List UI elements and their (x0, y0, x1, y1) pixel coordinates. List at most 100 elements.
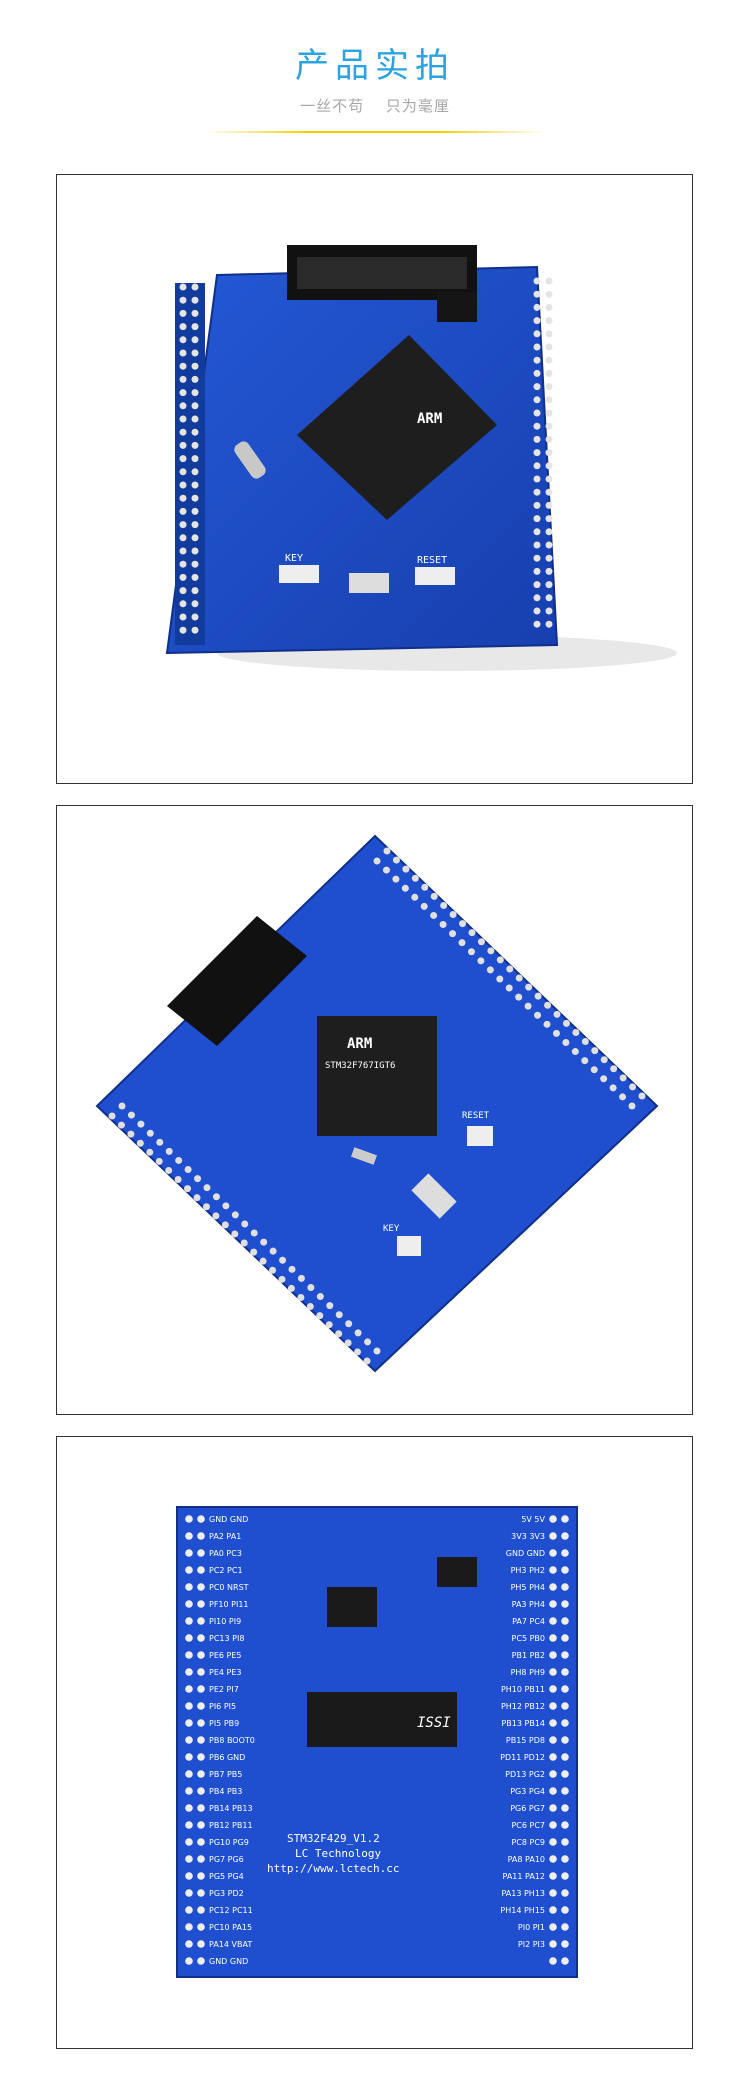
pin-hole (561, 1719, 569, 1727)
pin-hole (197, 1923, 205, 1931)
pin-hole (197, 1549, 205, 1557)
pin-hole (179, 560, 187, 568)
pin-hole (549, 1889, 557, 1897)
pin-hole (197, 1583, 205, 1591)
pin-hole (534, 992, 542, 1000)
pin-hole (179, 626, 187, 634)
pin-hole (545, 435, 553, 443)
pin-hole (549, 1515, 557, 1523)
pin-hole (549, 1719, 557, 1727)
pin-hole (561, 1600, 569, 1608)
key-label: KEY (285, 553, 303, 564)
pin-hole (185, 1838, 193, 1846)
pin-label: PA11 PA12 (503, 1872, 545, 1881)
pin-hole (363, 1357, 371, 1365)
pin-hole (543, 1020, 551, 1028)
pin-hole (561, 1753, 569, 1761)
pin-hole (326, 1302, 334, 1310)
pin-hole (549, 1787, 557, 1795)
key-label: KEY (383, 1224, 400, 1234)
pin-hole (250, 1248, 258, 1256)
pin-hole (191, 336, 199, 344)
pin-hole (392, 875, 400, 883)
pin-hole (561, 1532, 569, 1540)
pin-hole (316, 1293, 324, 1301)
pin-hole (373, 857, 381, 865)
pin-hole (545, 396, 553, 404)
pin-hole (118, 1102, 126, 1110)
pin-hole (197, 1736, 205, 1744)
pin-hole (185, 1634, 193, 1642)
pin-hole (561, 1906, 569, 1914)
pin-hole (549, 1617, 557, 1625)
pin-hole (430, 892, 438, 900)
pin-hole (287, 1284, 295, 1292)
pin-hole (185, 1651, 193, 1659)
pin-label: PB7 PB5 (209, 1770, 242, 1779)
pin-hole (505, 984, 513, 992)
pin-hole (549, 1549, 557, 1557)
pin-hole (561, 1702, 569, 1710)
pin-hole (628, 1102, 636, 1110)
pin-hole (549, 1855, 557, 1863)
pin-label: PB1 PB2 (512, 1651, 545, 1660)
pin-hole (191, 389, 199, 397)
pin-hole (185, 1940, 193, 1948)
pin-hole (610, 1065, 618, 1073)
pin-hole (197, 1838, 205, 1846)
board-top-photo: ARM KEY RESET (165, 245, 677, 671)
pin-hole (439, 921, 447, 929)
pin-hole (609, 1084, 617, 1092)
pin-hole (515, 974, 523, 982)
pin-hole (534, 1011, 542, 1019)
pin-label: PA3 PH4 (512, 1600, 545, 1609)
pin-hole (545, 607, 553, 615)
pin-hole (185, 1719, 193, 1727)
pin-hole (619, 1093, 627, 1101)
pin-label: PH5 PH4 (511, 1583, 545, 1592)
pin-hole (549, 1923, 557, 1931)
pin-hole (222, 1202, 230, 1210)
pin-hole (392, 856, 400, 864)
pin-hole (373, 1347, 381, 1355)
pin-hole (561, 1889, 569, 1897)
pin-hole (136, 1139, 144, 1147)
pin-hole (156, 1138, 164, 1146)
pin-hole (524, 1002, 532, 1010)
pin-hole (549, 1821, 557, 1829)
pin-hole (191, 415, 199, 423)
pin-hole (185, 1770, 193, 1778)
pin-label: PD13 PG2 (505, 1770, 545, 1779)
reset-label: RESET (462, 1111, 490, 1121)
pin-label: PE6 PE5 (209, 1651, 241, 1660)
pin-label: PC12 PC11 (209, 1906, 253, 1915)
uart-header (437, 292, 477, 322)
pin-hole (335, 1330, 343, 1338)
pin-label: PA8 PA10 (508, 1855, 545, 1864)
key-button (397, 1236, 421, 1256)
pin-label: PC10 PA15 (209, 1923, 252, 1932)
pin-hole (545, 567, 553, 575)
pin-hole (185, 1855, 193, 1863)
pin-hole (127, 1111, 135, 1119)
pin-hole (533, 396, 541, 404)
pin-hole (571, 1048, 579, 1056)
pin-hole (185, 1736, 193, 1744)
pin-hole (179, 547, 187, 555)
pin-hole (449, 930, 457, 938)
pin-hole (561, 1515, 569, 1523)
pin-label: PA13 PH13 (501, 1889, 545, 1898)
crystal (351, 1147, 377, 1165)
pin-hole (197, 1668, 205, 1676)
pin-hole (179, 336, 187, 344)
pin-hole (545, 528, 553, 536)
pin-hole (191, 441, 199, 449)
pin-hole (561, 1685, 569, 1693)
pin-label: PH10 PB11 (501, 1685, 545, 1694)
pin-hole (549, 1872, 557, 1880)
product-photo-1: ARM KEY RESET (56, 174, 693, 784)
pin-hole (185, 1889, 193, 1897)
pin-hole (467, 948, 475, 956)
